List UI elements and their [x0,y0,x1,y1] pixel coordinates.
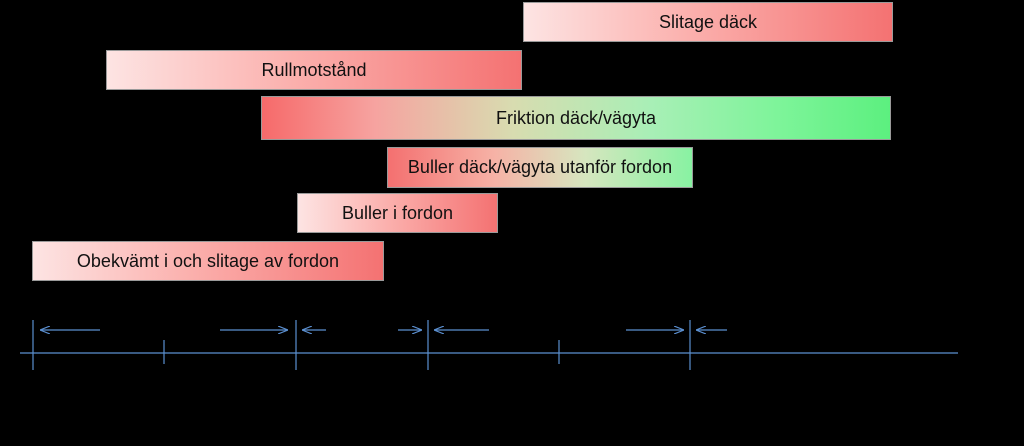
bar-label-friktion: Friktion däck/vägyta [495,107,657,128]
bar-label-rullmotstand: Rullmotstånd [261,59,367,80]
bar-slitage-dack: Slitage däck [523,2,893,42]
bar-friktion: Friktion däck/vägyta [261,96,891,140]
bar-buller-utanfor-fordon: Buller däck/vägyta utanför fordon [387,147,693,188]
bar-buller-i-fordon: Buller i fordon [297,193,498,233]
bar-label-buller-utanfor-fordon: Buller däck/vägyta utanför fordon [407,157,673,177]
bar-label-slitage-dack: Slitage däck [658,11,758,32]
bar-label-buller-i-fordon: Buller i fordon [341,202,454,223]
bar-obekvamt-slitage-fordon: Obekvämt i och slitage av fordon [32,241,384,281]
bar-label-obekvamt-slitage-fordon: Obekvämt i och slitage av fordon [76,250,340,271]
bar-rullmotstand: Rullmotstånd [106,50,522,90]
